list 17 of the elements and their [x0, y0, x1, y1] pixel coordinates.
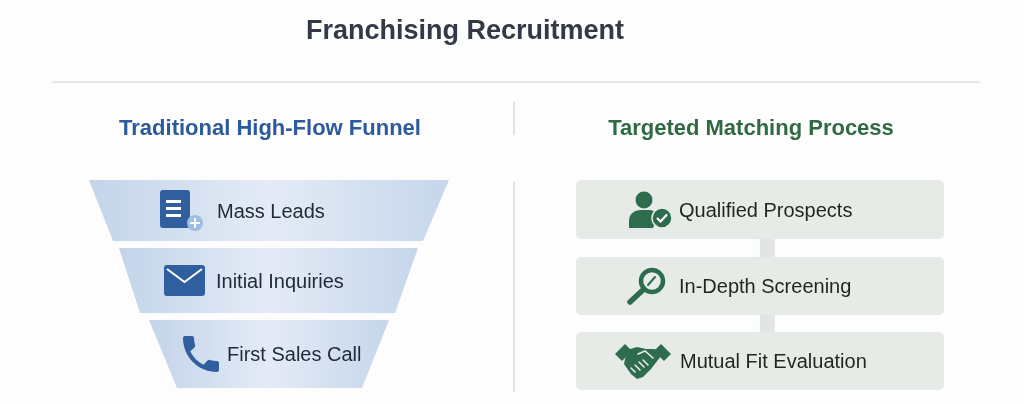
- step-label: First Sales Call: [227, 342, 362, 366]
- process-step-box: [576, 257, 944, 315]
- process-step-box: [576, 180, 944, 239]
- step-label: Qualified Prospects: [679, 197, 853, 222]
- diagram-title: Franchising Recruitment: [304, 14, 626, 47]
- funnel-stage: [89, 180, 449, 241]
- funnel-stage: [119, 248, 418, 313]
- section-heading: Targeted Matching Process: [607, 114, 895, 142]
- step-label: Initial Inquiries: [216, 268, 344, 293]
- funnel-stage: [149, 320, 389, 388]
- section-heading: Traditional High-Flow Funnel: [118, 114, 422, 142]
- step-label: In-Depth Screening: [679, 274, 852, 298]
- step-label: Mutual Fit Evaluation: [680, 349, 867, 373]
- connector: [759, 315, 775, 332]
- process-step-box: [576, 332, 944, 390]
- connector: [759, 239, 775, 257]
- step-label: Mass Leads: [217, 198, 325, 223]
